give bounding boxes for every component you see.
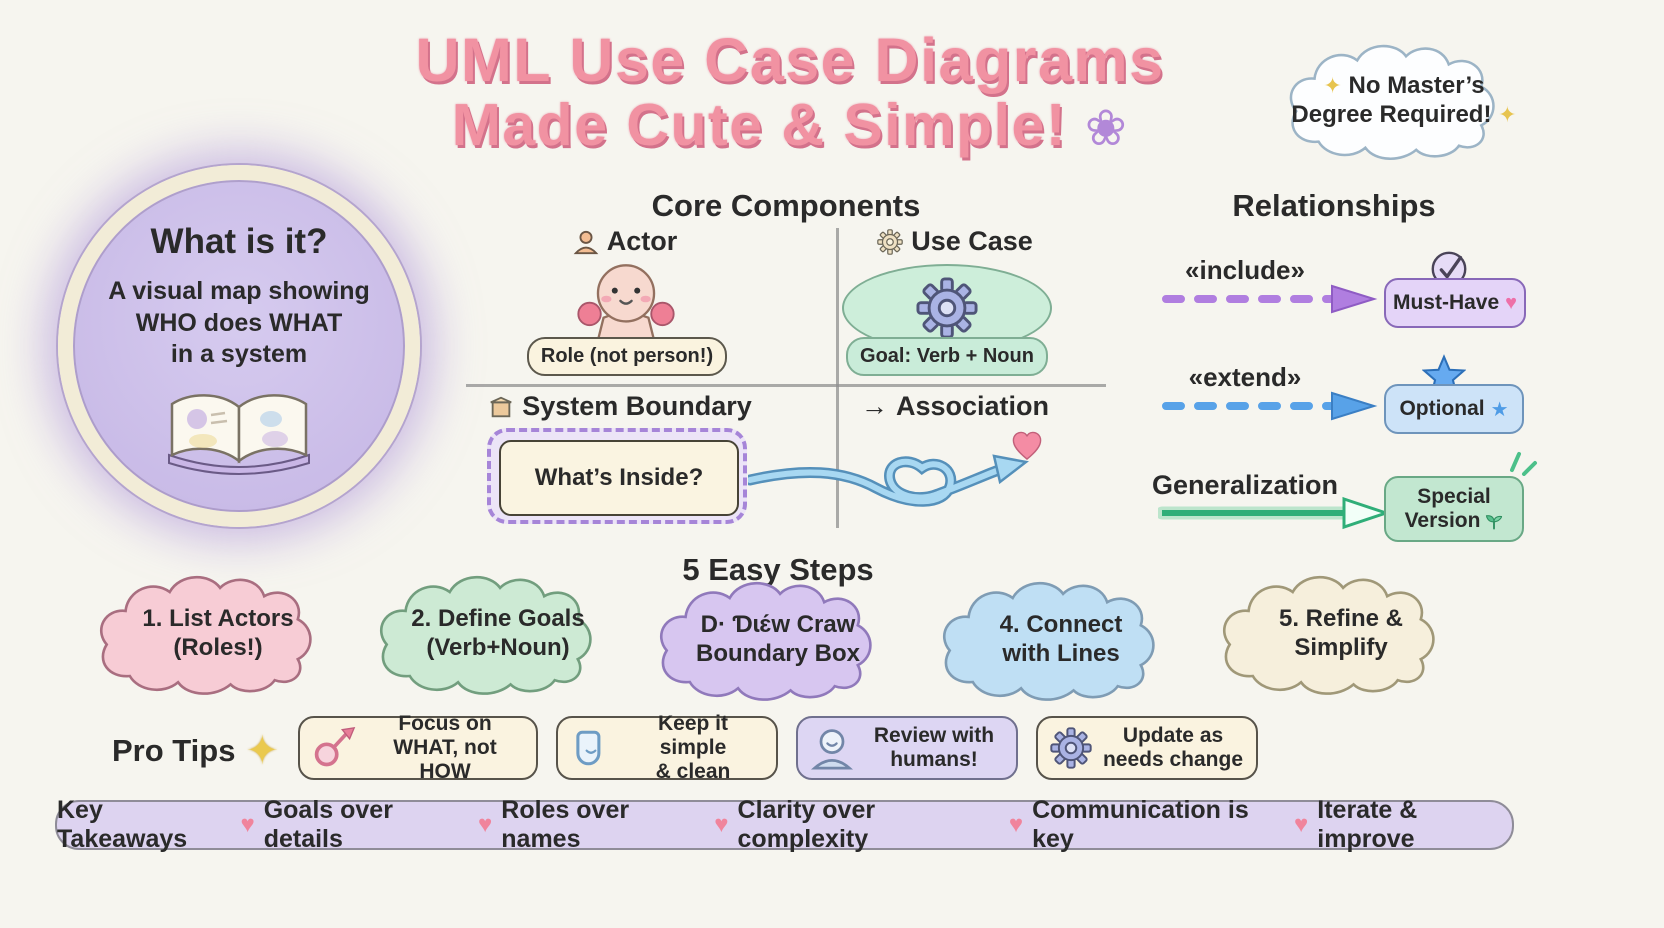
include-label: «include» <box>1185 255 1305 285</box>
include-dashed-arrow <box>1162 284 1378 314</box>
heart-icon: ♥ <box>1008 811 1024 838</box>
step-cloud-5: 5. Refine & Simplify <box>1215 570 1467 698</box>
tip-3-text: Review with humans! <box>873 723 995 771</box>
takeaways-label: Key Takeaways <box>57 796 188 853</box>
page-title: UML Use Case Diagrams Made Cute & Simple… <box>360 26 1220 158</box>
generalization-arrow <box>1158 496 1390 530</box>
relationships-heading: Relationships <box>1232 188 1436 223</box>
heart-icon: ♥ <box>240 811 255 838</box>
use-case-caption-pill: Goal: Verb + Noun <box>846 337 1048 376</box>
tip-box-3: Review with humans! <box>796 716 1018 780</box>
must-have-box: Must-Have ♥ <box>1384 278 1526 328</box>
step-cloud-2: 2. Define Goals (Verb+Noun) <box>372 570 624 698</box>
tip-1-text: Focus on WHAT, not HOW <box>393 711 497 784</box>
quadrant-vertical-divider <box>836 228 839 528</box>
optional-box: Optional ★ <box>1384 384 1524 434</box>
takeaway-item: Goals over details <box>263 796 393 853</box>
system-boundary-box: What’s Inside? <box>487 428 747 524</box>
tip-box-1: Focus on WHAT, not HOW <box>298 712 538 783</box>
takeaway-item: Roles over names <box>501 796 630 853</box>
sprout-icon <box>1486 515 1503 530</box>
takeaway-item: Communication is key <box>1032 796 1249 853</box>
what-is-it-body: A visual map showing WHO does WHAT in a … <box>108 277 370 368</box>
use-case-label: Use Case <box>911 226 1033 256</box>
what-is-it-heading: What is it? <box>150 222 328 261</box>
tip-box-2: Keep it simple & clean <box>556 712 778 783</box>
step-cloud-1: 1. List Actors (Roles!) <box>92 570 344 698</box>
takeaway-item: Iterate & improve <box>1317 796 1418 853</box>
core-components-heading: Core Components <box>651 188 921 223</box>
steps-heading: 5 Easy Steps <box>682 552 874 587</box>
smiling-person-icon <box>810 729 854 770</box>
step-5-text: 5. Refine & Simplify <box>1278 605 1404 661</box>
system-boundary-header: System Boundary <box>480 391 760 422</box>
use-case-header: Use Case <box>860 226 1050 257</box>
step-2-text: 2. Define Goals (Verb+Noun) <box>411 605 585 661</box>
step-4-text: 4. Connect with Lines <box>999 611 1123 667</box>
gear-icon <box>916 277 978 339</box>
heart-icon: ♥ <box>1505 291 1518 314</box>
special-version-box: Special Version <box>1384 476 1524 542</box>
magnifier-arrow-icon <box>314 726 356 767</box>
gear-icon <box>877 229 903 255</box>
gear-icon <box>1050 727 1092 769</box>
quadrant-horizontal-divider <box>466 384 1106 387</box>
title-line2: Made Cute & Simple! ❀ <box>451 91 1129 158</box>
cleaning-mitt-icon <box>576 730 601 766</box>
tip-2-text: Keep it simple & clean <box>655 711 731 784</box>
title-line1: UML Use Case Diagrams <box>415 26 1165 94</box>
generalization-label: Generalization <box>1151 470 1339 500</box>
sparkle-icon: ✦ <box>245 729 279 773</box>
association-header: → Association <box>845 391 1065 422</box>
heart-icon: ♥ <box>478 811 493 838</box>
association-label: Association <box>895 391 1050 421</box>
flower-icon: ❀ <box>1084 99 1129 156</box>
badge-cloud: ✦ No Master’s Degree Required! ✦ <box>1282 20 1526 182</box>
step-3-text: D· Ɗɩɛ́w Craw Boundary Box <box>695 611 860 667</box>
tip-4-text: Update as needs change <box>1102 723 1244 771</box>
cute-actor-figure <box>577 264 675 342</box>
what-is-it-circle: What is it? A visual map showing WHO doe… <box>58 165 420 527</box>
step-1-text: 1. List Actors (Roles!) <box>142 605 294 661</box>
person-icon <box>573 230 599 254</box>
tip-box-4: Update as needs change <box>1036 716 1258 780</box>
badge-text: ✦ No Master’s Degree Required! ✦ <box>1291 72 1517 128</box>
boundary-inner-box: What’s Inside? <box>499 440 739 516</box>
step-cloud-4: 4. Connect with Lines <box>935 576 1187 704</box>
sparkle-icon: ✦ <box>1323 73 1342 99</box>
sparkle-icon: ✦ <box>1498 102 1517 127</box>
heart-icon: ♥ <box>714 811 729 838</box>
step-cloud-3: D· Ɗɩɛ́w Craw Boundary Box <box>652 576 904 704</box>
star-icon: ★ <box>1490 398 1509 421</box>
extend-dashed-arrow <box>1162 391 1378 421</box>
actor-caption-pill: Role (not person!) <box>527 337 727 376</box>
key-takeaways-bar: Key Takeaways ♥ Goals over details ♥ Rol… <box>55 796 1514 853</box>
sparkle-dashes-icon <box>1510 452 1537 476</box>
extend-label: «extend» <box>1188 362 1302 392</box>
pro-tips-label: Pro Tips ✦ <box>112 729 279 773</box>
actor-header: Actor <box>535 226 715 257</box>
open-book-icon <box>168 393 310 475</box>
package-icon <box>490 396 512 417</box>
system-boundary-label: System Boundary <box>522 391 752 421</box>
association-squiggle-arrow <box>748 431 1042 507</box>
arrow-right-icon: → <box>860 391 888 421</box>
heart-icon: ♥ <box>1294 811 1309 838</box>
actor-label: Actor <box>606 226 678 256</box>
takeaway-item: Clarity over complexity <box>737 796 876 853</box>
